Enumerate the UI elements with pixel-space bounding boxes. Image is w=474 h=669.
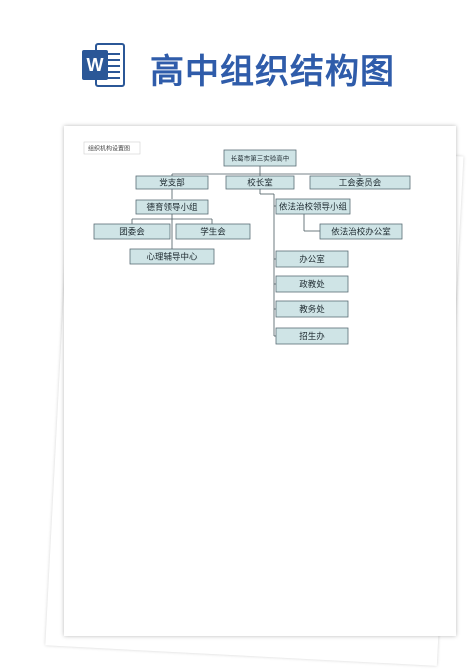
- node-rule-of-law-group: 依法治校领导小组: [275, 198, 351, 215]
- page-title: 高中组织结构图: [150, 52, 395, 92]
- node-party-branch-label: 党支部: [159, 178, 185, 189]
- connectors: [131, 166, 361, 337]
- node-admissions-office: 招生办: [275, 327, 349, 345]
- node-moral-education-group: 德育领导小组: [135, 199, 209, 215]
- node-admissions-office-label: 招生办: [299, 331, 325, 342]
- node-youth-league: 团委会: [93, 223, 171, 240]
- node-general-office: 办公室: [275, 250, 349, 268]
- node-academic-affairs-label: 教务处: [299, 304, 325, 315]
- node-union-committee-label: 工会委员会: [339, 178, 382, 189]
- word-document-icon: W: [82, 43, 125, 87]
- node-root: 长葛市第三实验高中: [223, 149, 297, 167]
- node-rule-of-law-office-label: 依法治校办公室: [331, 227, 391, 238]
- document-page: 组织机构设置图 长葛市第三: [64, 126, 456, 636]
- node-political-affairs: 政教处: [275, 275, 349, 293]
- word-icon-letter: W: [87, 55, 104, 75]
- node-moral-education-group-label: 德育领导小组: [146, 202, 198, 213]
- node-counseling-center: 心理辅导中心: [129, 248, 215, 265]
- node-student-union-label: 学生会: [200, 227, 226, 238]
- node-rule-of-law-office: 依法治校办公室: [319, 223, 403, 240]
- node-political-affairs-label: 政教处: [299, 279, 325, 290]
- node-counseling-center-label: 心理辅导中心: [146, 252, 198, 263]
- node-principal-office-label: 校长室: [247, 178, 273, 189]
- node-youth-league-label: 团委会: [119, 227, 145, 238]
- node-party-branch: 党支部: [135, 175, 209, 190]
- document-label: 组织机构设置图: [88, 145, 130, 153]
- node-union-committee: 工会委员会: [309, 175, 411, 190]
- org-chart: 组织机构设置图 长葛市第三: [83, 141, 411, 345]
- node-student-union: 学生会: [175, 223, 251, 240]
- node-root-label: 长葛市第三实验高中: [231, 154, 290, 163]
- document-label-box: [83, 141, 141, 155]
- header: W 高中组织结构图: [0, 0, 474, 120]
- node-rule-of-law-group-label: 依法治校领导小组: [279, 202, 348, 213]
- node-general-office-label: 办公室: [299, 254, 325, 265]
- node-academic-affairs: 教务处: [275, 300, 349, 318]
- node-principal-office: 校长室: [225, 175, 295, 190]
